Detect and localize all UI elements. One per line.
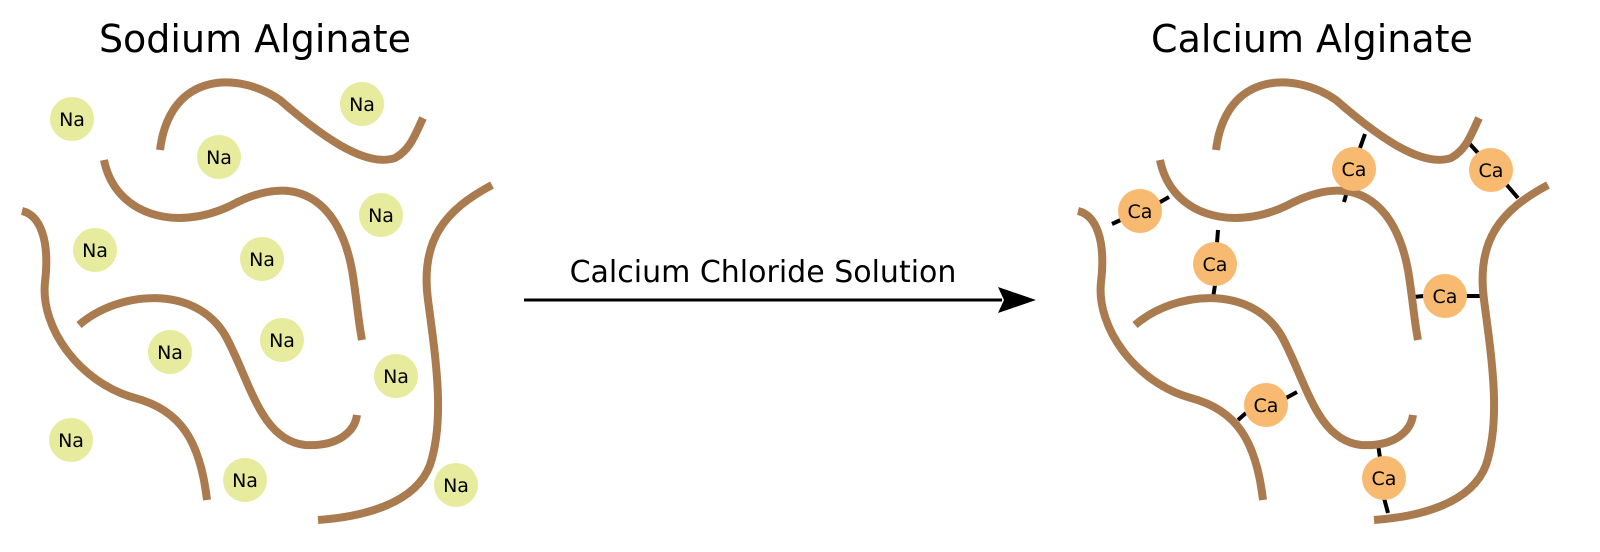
- sodium-ion: Na: [340, 82, 384, 126]
- calcium-alginate-title: Calcium Alginate: [1151, 17, 1473, 61]
- sodium-ion: Na: [374, 354, 418, 398]
- sodium-alginate-title: Sodium Alginate: [99, 17, 411, 61]
- calcium-ion: Ca: [1332, 147, 1376, 191]
- svg-text:Na: Na: [58, 430, 84, 452]
- sodium-ion: Na: [148, 330, 192, 374]
- sodium-ions: Na Na Na Na Na Na Na Na: [49, 82, 478, 507]
- alginate-strand: [1373, 181, 1550, 524]
- crosslink-bond: [1285, 390, 1298, 400]
- sodium-ion: Na: [73, 228, 117, 272]
- sodium-alginate-strands: [20, 78, 494, 524]
- svg-text:Na: Na: [82, 240, 108, 262]
- svg-text:Ca: Ca: [1128, 201, 1153, 223]
- calcium-ions: Ca Ca Ca Ca Ca Ca Ca: [1118, 147, 1513, 500]
- alginate-strand: [20, 207, 211, 501]
- svg-text:Na: Na: [157, 342, 183, 364]
- calcium-ion: Ca: [1362, 456, 1406, 500]
- svg-text:Ca: Ca: [1433, 286, 1458, 308]
- crosslink-bond: [1236, 411, 1248, 422]
- sodium-ion: Na: [197, 135, 241, 179]
- calcium-ion: Ca: [1423, 274, 1467, 318]
- alginate-strand: [156, 78, 427, 164]
- sodium-ion: Na: [359, 193, 403, 237]
- crosslink-bond: [1504, 182, 1520, 200]
- svg-text:Na: Na: [232, 470, 258, 492]
- calcium-ion: Ca: [1244, 383, 1288, 427]
- calcium-ion: Ca: [1469, 148, 1513, 192]
- alginate-strand: [1156, 159, 1422, 341]
- alginate-strand: [317, 181, 494, 524]
- svg-text:Ca: Ca: [1342, 159, 1367, 181]
- svg-text:Na: Na: [269, 330, 295, 352]
- alginate-strand: [100, 159, 366, 341]
- alginate-strand: [76, 294, 361, 450]
- crosslink-bond: [1382, 497, 1390, 514]
- svg-text:Na: Na: [443, 475, 469, 497]
- svg-text:Ca: Ca: [1372, 468, 1397, 490]
- sodium-ion: Na: [50, 97, 94, 141]
- svg-text:Na: Na: [368, 205, 394, 227]
- sodium-ion: Na: [260, 318, 304, 362]
- svg-text:Na: Na: [349, 94, 375, 116]
- sodium-ion: Na: [49, 418, 93, 462]
- alginate-strand: [1212, 78, 1483, 164]
- calcium-alginate-strands: [1076, 78, 1550, 524]
- crosslink-bond: [1215, 229, 1220, 244]
- sodium-ion: Na: [240, 237, 284, 281]
- alginate-strand: [1132, 294, 1417, 450]
- svg-text:Ca: Ca: [1203, 254, 1228, 276]
- reaction-label: Calcium Chloride Solution: [570, 255, 957, 290]
- crosslink-bond: [1358, 133, 1367, 149]
- svg-text:Na: Na: [383, 366, 409, 388]
- sodium-ion: Na: [434, 463, 478, 507]
- svg-text:Ca: Ca: [1254, 395, 1279, 417]
- sodium-ion: Na: [223, 458, 267, 502]
- svg-text:Na: Na: [59, 109, 85, 131]
- svg-text:Na: Na: [206, 147, 232, 169]
- calcium-ion: Ca: [1193, 242, 1237, 286]
- svg-text:Na: Na: [249, 249, 275, 271]
- svg-text:Ca: Ca: [1479, 160, 1504, 182]
- calcium-ion: Ca: [1118, 189, 1162, 233]
- reaction-arrow: [524, 287, 1036, 313]
- alginate-strand: [1076, 207, 1267, 501]
